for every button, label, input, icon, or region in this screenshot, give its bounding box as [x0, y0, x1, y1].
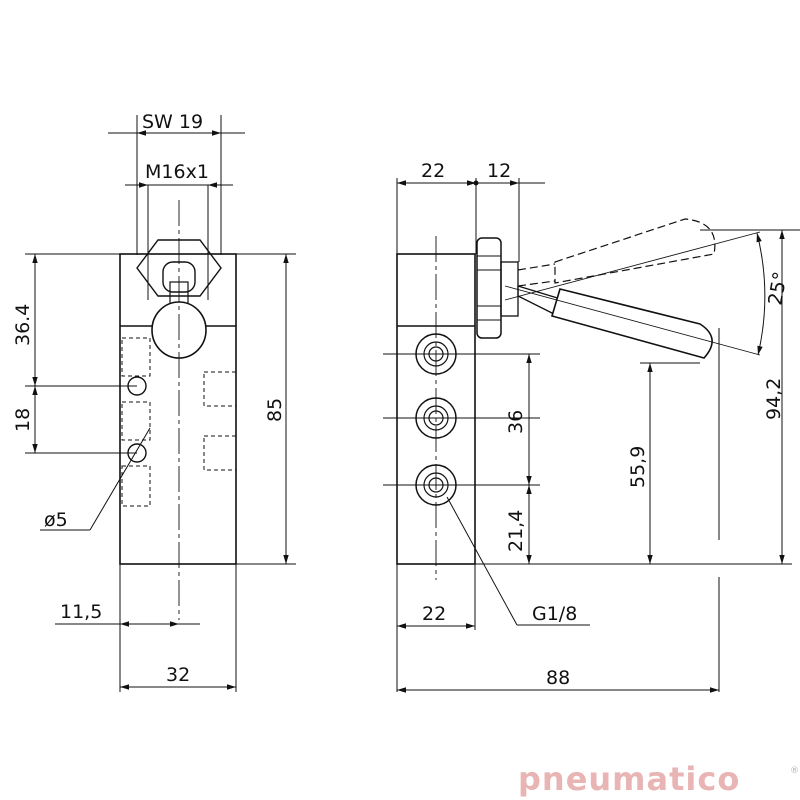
lever-alt-position	[517, 218, 716, 287]
dim-85: 85	[264, 398, 286, 422]
side-view	[383, 218, 761, 580]
dim-21-4: 21,4	[505, 510, 527, 552]
dim-88: 88	[546, 667, 570, 689]
registered-mark: ®	[790, 766, 799, 776]
side-view-dimensions	[396, 178, 800, 693]
brand-logo: pneumatico	[518, 760, 741, 798]
dim-55-9: 55,9	[627, 446, 649, 488]
dim-94-2: 94,2	[763, 378, 785, 420]
front-view	[119, 200, 237, 620]
dim-36-4: 36.4	[12, 304, 34, 346]
dim-dia5: ø5	[44, 509, 68, 531]
dim-11-5: 11,5	[60, 601, 102, 623]
dim-12: 12	[487, 160, 511, 182]
front-view-dimensions	[25, 115, 296, 692]
dim-25deg: 25°	[764, 270, 792, 307]
dim-18: 18	[12, 408, 34, 432]
dim-36: 36	[505, 410, 527, 434]
dim-32: 32	[166, 664, 190, 686]
hex-nut-side	[476, 237, 502, 339]
lever-side	[551, 288, 713, 359]
dim-sw19: SW 19	[142, 111, 203, 133]
dim-22-top: 22	[421, 160, 445, 182]
valve-body-front	[119, 253, 237, 565]
dim-g1-8: G1/8	[532, 603, 577, 625]
dimension-labels: SW 19 M16x1 36.4 18 85 ø5 11,5 32 22 12 …	[12, 111, 792, 689]
dim-22-bottom: 22	[422, 603, 446, 625]
hex-nut-front	[136, 239, 222, 297]
dim-m16x1: M16x1	[145, 161, 209, 183]
